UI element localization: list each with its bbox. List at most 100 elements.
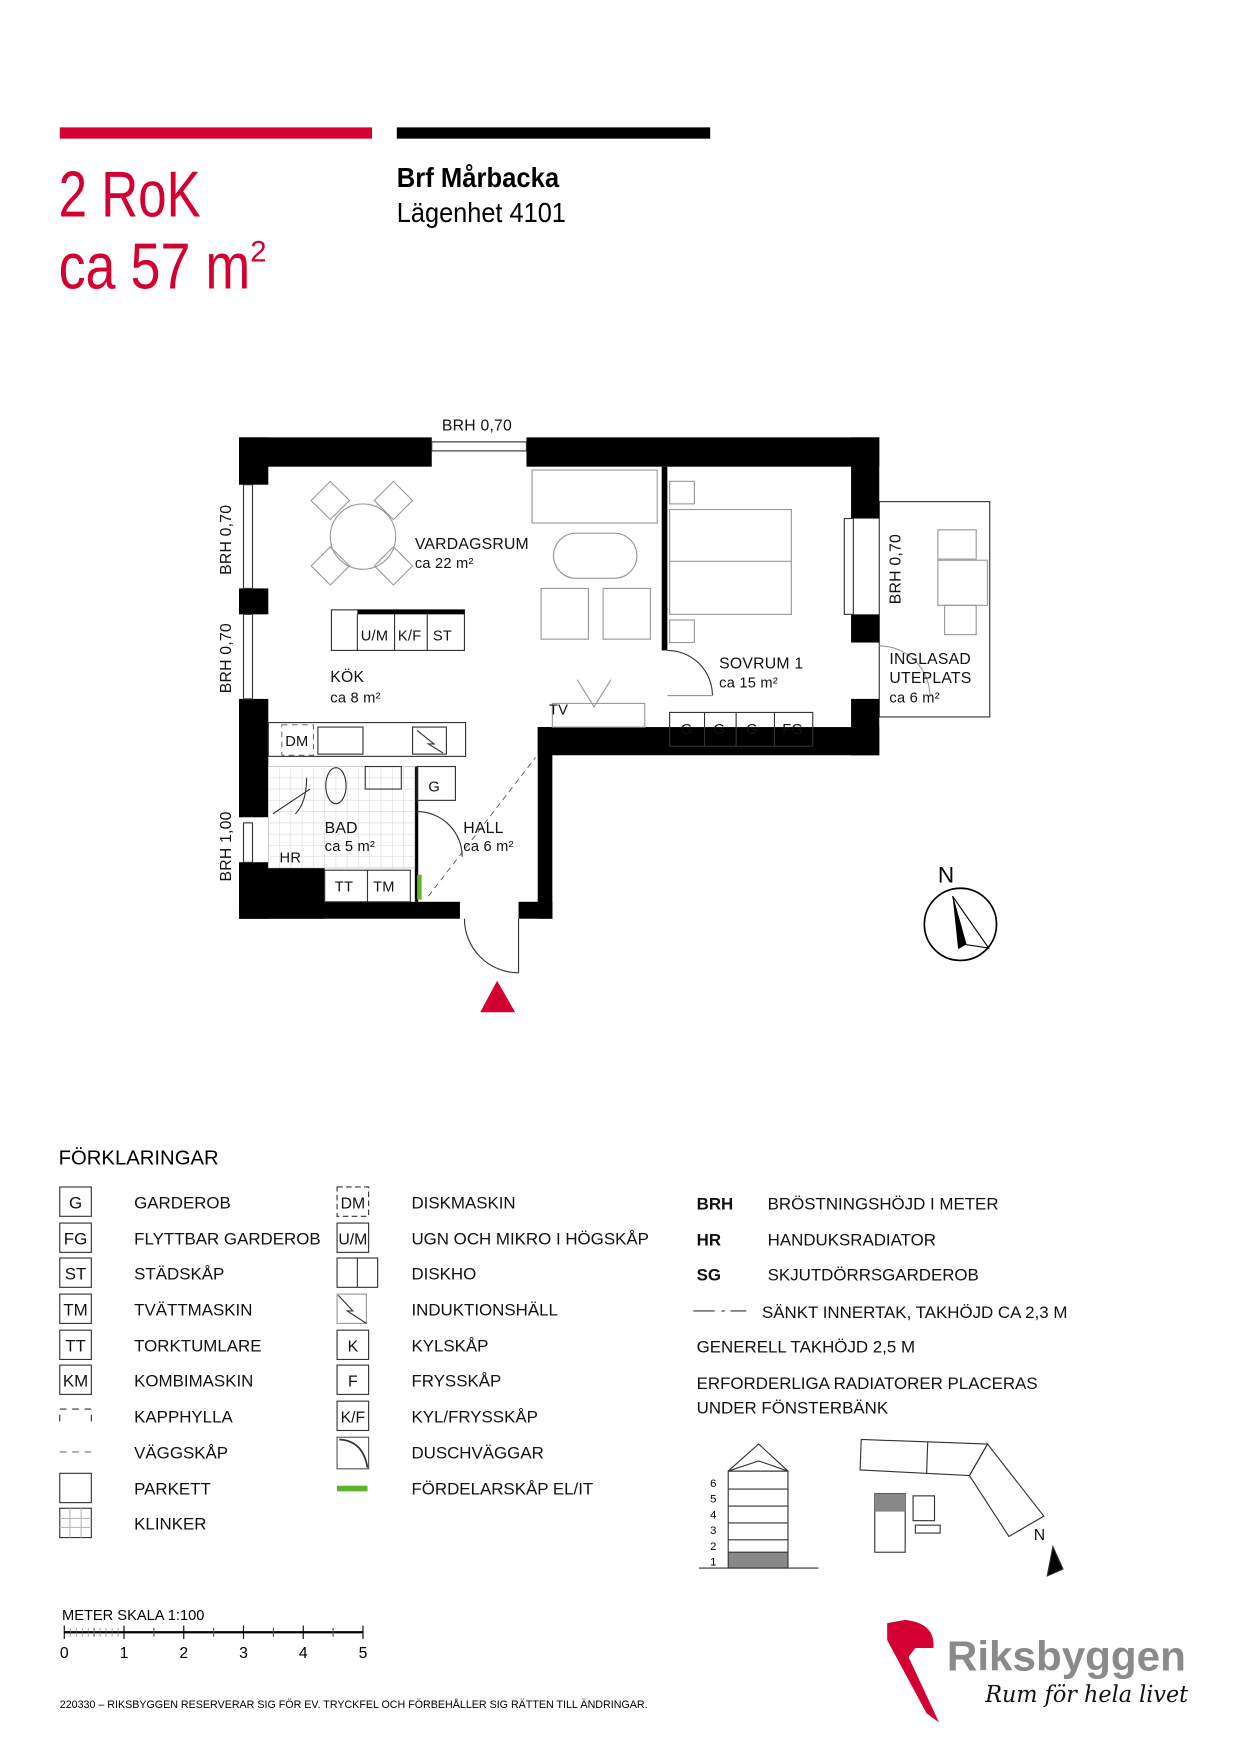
red-header-bar [59, 127, 373, 139]
mark-fg: FG [782, 722, 803, 738]
legend-item: ST STÄDSKÅP [59, 1257, 224, 1288]
bathroom-tiles [268, 766, 416, 869]
legend-code: KM [63, 1372, 88, 1391]
legend-code: TM [63, 1301, 87, 1320]
legend-item: KAPPHYLLA [59, 1408, 233, 1427]
legend-code: SG [697, 1266, 721, 1285]
brh-left-1: BRH 0,70 [218, 505, 235, 575]
scale-label: 2 [179, 1645, 188, 1662]
floor-number: 2 [710, 1541, 716, 1553]
room-area: ca 6 m² [889, 690, 939, 706]
legend-label: STÄDSKÅP [134, 1264, 224, 1283]
legend-label: GARDEROB [134, 1193, 231, 1212]
floor-plan [238, 437, 991, 1013]
room-area: ca 5 m² [325, 839, 375, 855]
legend-item: F FRYSSKÅP [336, 1364, 501, 1395]
site-north-label: N [1034, 1527, 1045, 1544]
legend-radiators-2: UNDER FÖNSTERBÄNK [697, 1399, 889, 1418]
floor-number: 4 [710, 1509, 716, 1521]
legend-label: FRYSSKÅP [411, 1372, 501, 1391]
project-name: Brf Mårbacka [397, 161, 560, 193]
mark-g: G [746, 722, 758, 738]
mark-kf: K/F [398, 628, 421, 644]
legend-symbol [59, 1329, 92, 1361]
legend-code: HR [697, 1231, 721, 1250]
room-area: ca 6 m² [463, 839, 513, 855]
mark-tt: TT [335, 880, 353, 896]
north-label: N [938, 863, 954, 888]
footer-disclaimer: 220330 – RIKSBYGGEN RESERVERAR SIG FÖR E… [60, 1698, 648, 1711]
room-count: 2 RoK [59, 157, 201, 230]
mark-dm: DM [285, 734, 308, 750]
legend-code: FG [64, 1229, 87, 1248]
legend-code: K [348, 1339, 359, 1356]
legend-item: K/F KYL/FRYSSKÅP [336, 1400, 538, 1432]
legend-item: G GARDEROB [59, 1186, 231, 1217]
floor-number: 5 [710, 1494, 716, 1506]
legend-general-height: GENERELL TAKHÖJD 2,5 M [697, 1338, 915, 1357]
tile-icon [59, 1507, 92, 1539]
legend-symbol [59, 1293, 92, 1324]
room-name: HALL [463, 820, 503, 837]
legend-ceiling: SÄNKT INNERTAK, TAKHÖJD CA 2,3 M [762, 1303, 1067, 1322]
area-superscript: 2 [250, 236, 266, 269]
scale-title: METER SKALA 1:100 [62, 1608, 204, 1624]
legend-item: SG SKJUTDÖRRSGARDEROB [697, 1266, 979, 1285]
legend-label: KOMBIMASKIN [134, 1372, 253, 1391]
legend-symbol [336, 1329, 370, 1361]
legend-label: KLINKER [134, 1515, 206, 1534]
legend-title: FÖRKLARINGAR [59, 1147, 219, 1169]
mark-g: G [681, 722, 693, 738]
legend-item: INDUKTIONSHÄLL [336, 1293, 558, 1324]
legend-label: SKJUTDÖRRSGARDEROB [768, 1266, 979, 1285]
floor-number: 6 [710, 1478, 716, 1490]
scale-label: 3 [239, 1645, 248, 1662]
shower-wall-icon [336, 1436, 370, 1470]
legend-label: FÖRDELARSKÅP EL/IT [411, 1480, 593, 1499]
room-name: VARDAGSRUM [415, 536, 529, 553]
mark-hr: HR [280, 850, 302, 866]
legend-code: TT [65, 1337, 86, 1356]
legend-radiators-1: ERFORDERLIGA RADIATORER PLACERAS [697, 1374, 1038, 1393]
room-name: INGLASAD [889, 651, 971, 668]
induction-hob-icon [336, 1293, 367, 1324]
legend-item: DISKHO [336, 1257, 476, 1288]
legend-label: KYL/FRYSSKÅP [411, 1408, 537, 1427]
brh-top: BRH 0,70 [442, 418, 512, 435]
site-plan: N [859, 1438, 1064, 1577]
legend-code: K/F [341, 1410, 366, 1427]
legend-symbol [59, 1222, 92, 1253]
mark-g: G [714, 722, 726, 738]
room-area: ca 22 m² [415, 556, 474, 572]
legend-code: G [69, 1193, 82, 1212]
legend-code: ST [65, 1264, 87, 1283]
north-arrow-icon [952, 896, 967, 950]
scale-label: 1 [120, 1645, 129, 1662]
floor-number: 3 [710, 1525, 716, 1537]
distribution-cabinet-icon [337, 1485, 368, 1492]
legend-code: DM [341, 1195, 366, 1212]
legend-code: F [348, 1374, 358, 1391]
parquet-icon [59, 1472, 92, 1504]
mark-g: G [428, 779, 440, 795]
entrance-arrow-icon [480, 980, 516, 1013]
compass: N [923, 863, 998, 962]
scale-label: 5 [359, 1645, 368, 1662]
legend-label: PARKETT [134, 1480, 211, 1499]
apartment-number: Lägenhet 4101 [397, 196, 566, 228]
legend-item: VÄGGSKÅP [59, 1444, 228, 1463]
legend-item: PARKETT [59, 1472, 211, 1504]
mark-tm: TM [373, 880, 395, 896]
legend-label: VÄGGSKÅP [134, 1444, 228, 1463]
legend-label: UGN OCH MIKRO I HÖGSKÅP [411, 1229, 648, 1248]
room-name: KÖK [330, 668, 364, 686]
